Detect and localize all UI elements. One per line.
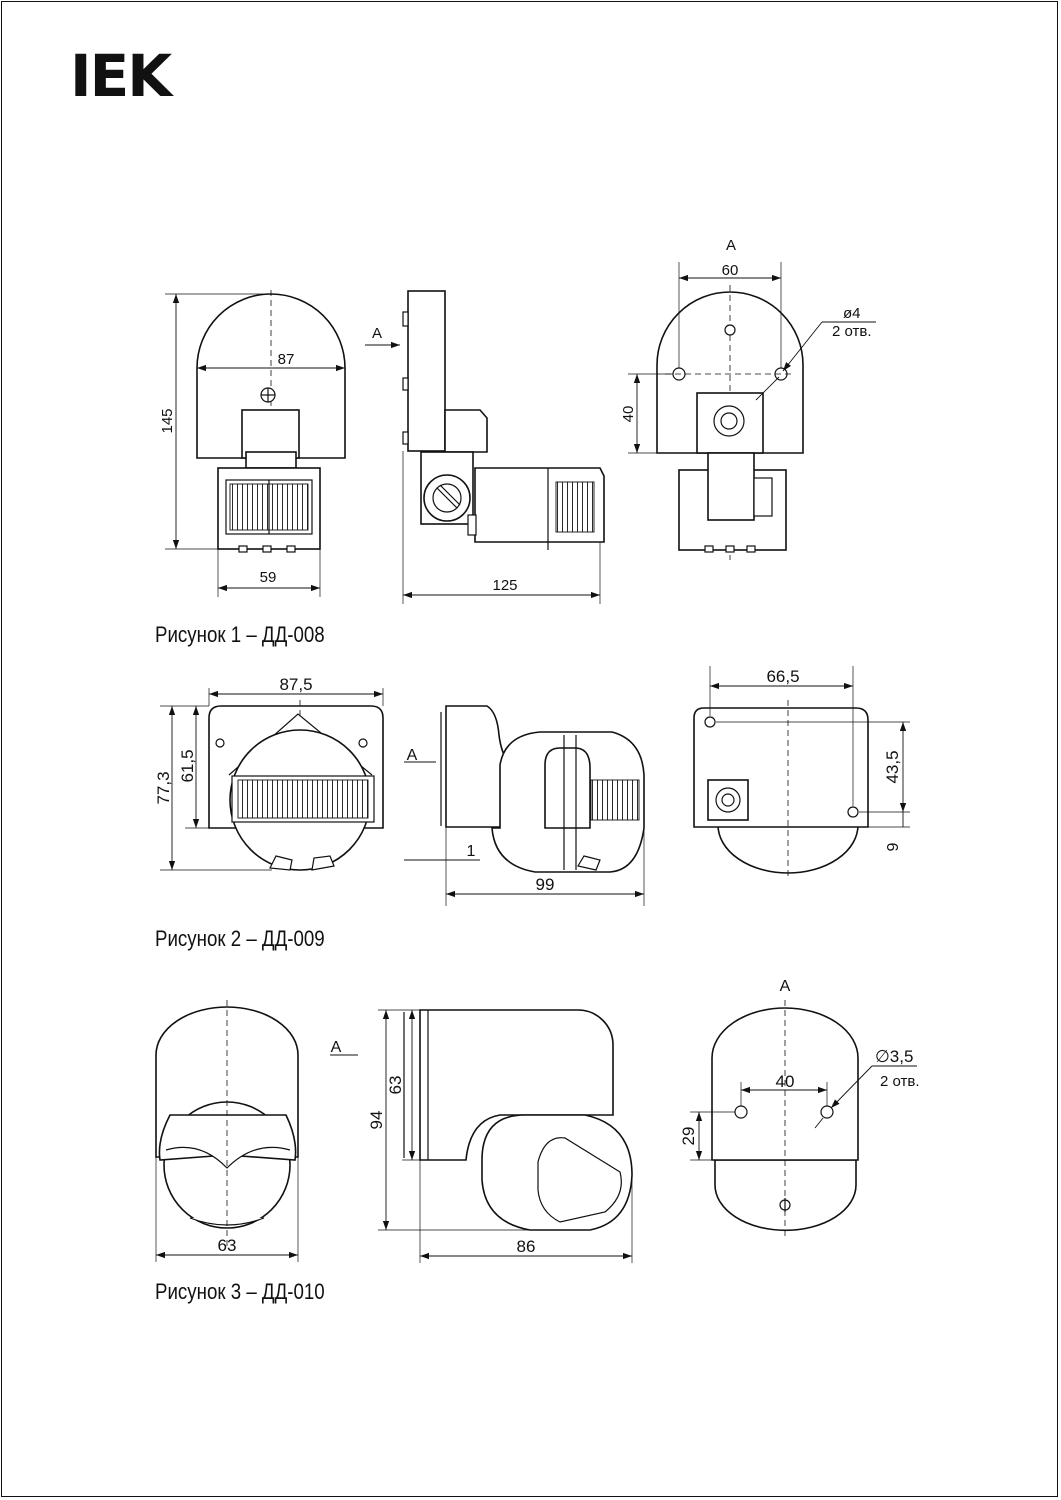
figure-3-side-dimensions [330,1009,633,1263]
fig3-view-mark: A [780,978,791,995]
fig2-dim-bottom: 9 [885,842,902,851]
figure-3-side-view [403,1009,633,1231]
fig1-hole-spec: ø4 [843,305,861,322]
fig2-dim-hole-offset: 43,5 [883,750,902,783]
fig3-hole-spec: ∅3,5 [875,1047,913,1066]
figure-1-side-dimensions [365,341,601,604]
figure-2-back-dimensions [709,666,910,828]
figure-2-back-view [693,700,869,878]
figure-3-front-dimensions [155,1157,299,1262]
figure-1-front-view [196,290,346,553]
fig1-view-mark: A [726,237,736,254]
fig2-dim-width: 87,5 [279,675,312,694]
fig2-dim-depth: 99 [536,875,555,894]
fig1-dim-hole-offset: 40 [620,406,637,423]
figure-1-caption: Рисунок 1 – ДД-008 [155,622,325,647]
fig2-dim-hole-spacing: 66,5 [766,667,799,686]
fig2-dim-height-inner: 61,5 [178,749,197,782]
figure-2-side-view [440,705,645,873]
figure-3-back-view [711,1000,859,1240]
fig1-dim-width-top: 87 [278,351,295,368]
figure-1-side-view [402,290,605,550]
figure-2-front-dimensions [160,688,384,871]
fig3-view-label: A [331,1039,342,1056]
figure-3-front-view [155,1000,299,1250]
dimension-labels: 145 87 59 A 125 A 60 40 ø4 2 отв. 87,5 7… [154,237,920,1256]
fig3-dim-hole-spacing: 40 [776,1072,795,1091]
fig1-dim-hole-spacing: 60 [722,262,739,279]
fig3-dim-depth: 86 [517,1237,536,1256]
fig1-dim-depth: 125 [492,577,517,594]
fig3-dim-width: 63 [218,1236,237,1255]
figure-1-front-dimensions [165,293,345,597]
fig1-view-label: A [372,325,382,342]
fig3-hole-count: 2 отв. [880,1073,920,1090]
figure-2-caption: Рисунок 2 – ДД-009 [155,926,325,951]
fig1-hole-count: 2 отв. [832,323,872,340]
figure-1-back-dimensions [628,262,876,454]
fig1-dim-width-base: 59 [260,569,277,586]
fig3-dim-height-body: 63 [386,1076,405,1095]
iek-logo: IEK [70,42,172,110]
fig2-dim-height-total: 77,3 [154,771,173,804]
fig2-dim-gap: 1 [467,843,476,860]
figure-1-back-view [656,285,804,560]
figure-3-back-dimensions [690,1065,917,1161]
figure-2-side-dimensions [404,761,645,906]
figure-2-front-view [208,700,384,871]
fig3-dim-hole-offset: 29 [679,1127,698,1146]
fig2-view-label: A [407,747,418,764]
figure-3-caption: Рисунок 3 – ДД-010 [155,1279,325,1304]
fig3-dim-height-total: 94 [367,1111,386,1130]
fig1-dim-height: 145 [159,408,176,433]
